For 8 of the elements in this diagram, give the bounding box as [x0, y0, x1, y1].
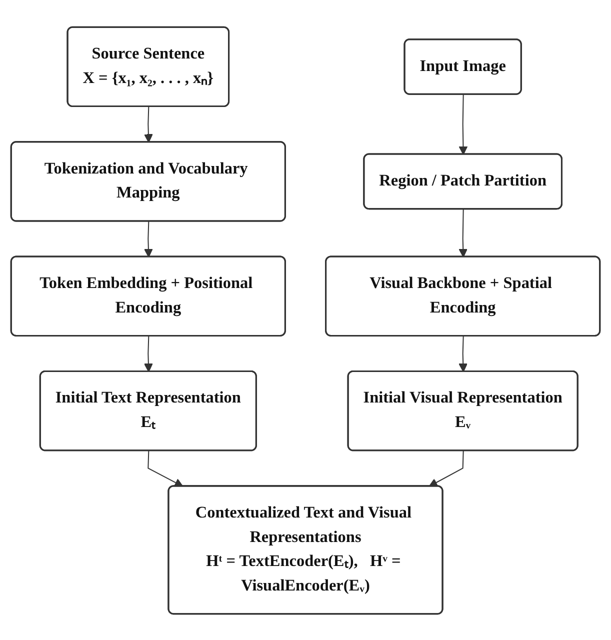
- arrow: [458, 208, 468, 257]
- arrow: [144, 106, 153, 142]
- arrow: [458, 336, 468, 372]
- arrow: [458, 94, 468, 154]
- arrow: [144, 221, 153, 257]
- arrow: [428, 450, 464, 486]
- arrow: [148, 450, 184, 486]
- arrow: [144, 336, 153, 372]
